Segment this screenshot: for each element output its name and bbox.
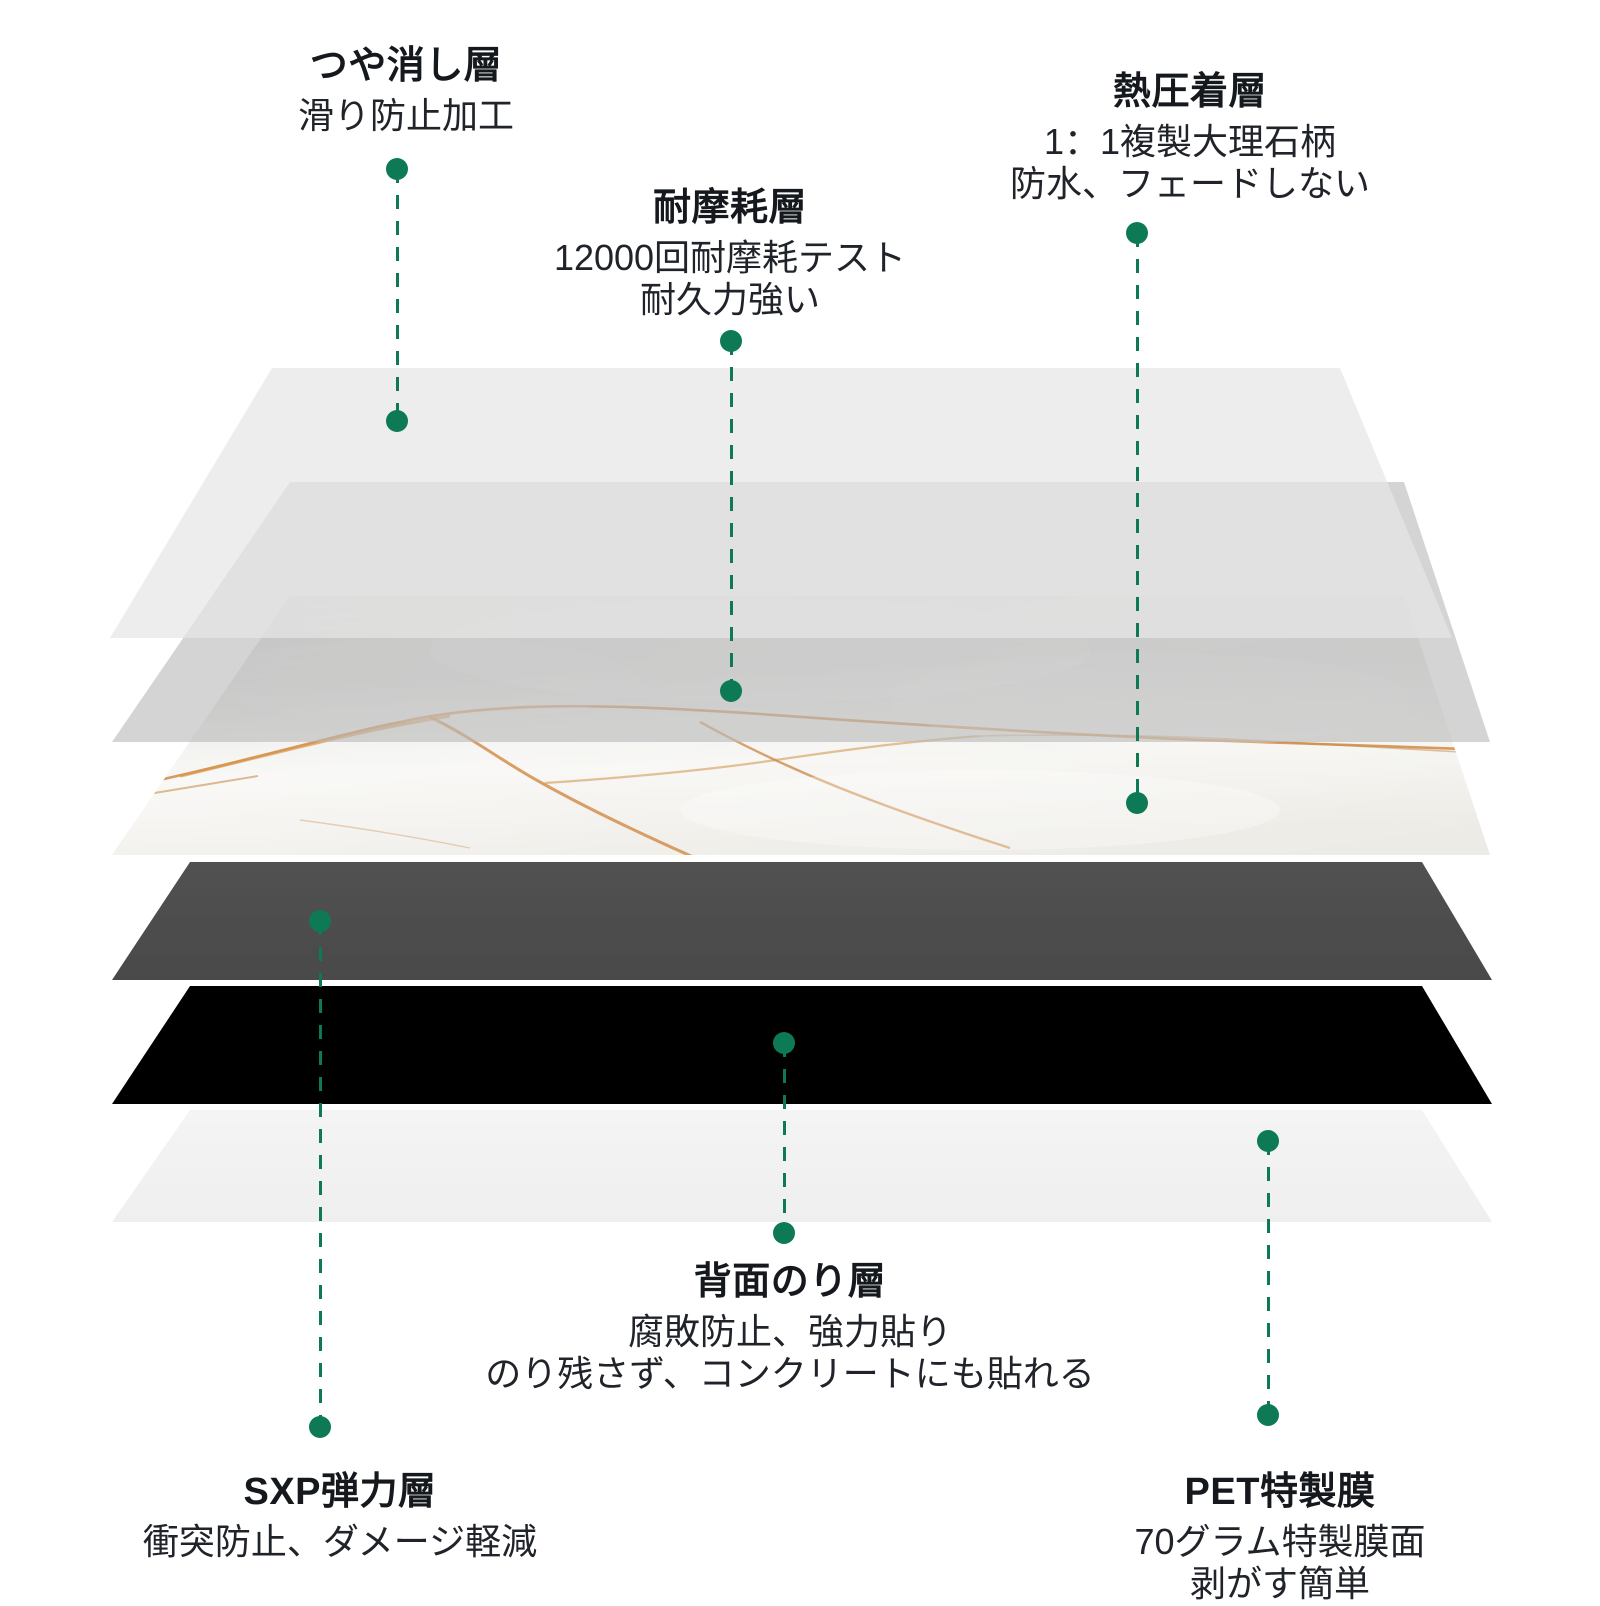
callout-title-sxp: SXP弾力層 xyxy=(243,1471,437,1513)
callout-line2-heat: 防水、フェードしない xyxy=(1009,163,1370,205)
callout-back-adhesive-layer: 背面のり層 腐敗防止、強力貼り のり残さず、コンクリートにも貼れる xyxy=(420,1260,1160,1396)
callout-title-adhesive: 背面のり層 xyxy=(693,1261,887,1303)
callout-title-pet: PET特製膜 xyxy=(1184,1471,1376,1513)
callout-title-heat: 熱圧着層 xyxy=(1112,71,1267,113)
callout-line2-wear: 耐久力強い xyxy=(639,279,820,321)
callout-line1-matte: 滑り防止加工 xyxy=(297,94,514,136)
callout-line2-adhesive: のり残さず、コンクリートにも貼れる xyxy=(485,1353,1095,1395)
callout-sxp-elastic-layer: SXP弾力層 衝突防止、ダメージ軽減 xyxy=(40,1470,640,1563)
callout-line1-heat: 1：1複製大理石柄 xyxy=(1043,120,1337,162)
layer-shape-matte xyxy=(110,368,1452,638)
callout-line1-sxp: 衝突防止、ダメージ軽減 xyxy=(142,1520,538,1562)
callout-matte-layer: つや消し層 滑り防止加工 xyxy=(126,44,686,137)
callout-line1-pet: 70グラム特製膜面 xyxy=(1134,1520,1426,1562)
callout-title-matte: つや消し層 xyxy=(309,45,503,87)
callout-pet-film-layer: PET特製膜 70グラム特製膜面 剥がす簡単 xyxy=(1010,1470,1550,1606)
callout-title-wear: 耐摩耗層 xyxy=(652,187,807,229)
callout-wear-resistant-layer: 耐摩耗層 12000回耐摩耗テスト 耐久力強い xyxy=(450,186,1010,322)
layer-shape-pet-film xyxy=(112,1110,1492,1222)
layer-shape-sxp-elastic xyxy=(112,862,1492,980)
callout-line1-adhesive: 腐敗防止、強力貼り xyxy=(627,1310,952,1352)
callout-line1-wear: 12000回耐摩耗テスト xyxy=(553,236,907,278)
callout-heat-press-layer: 熱圧着層 1：1複製大理石柄 防水、フェードしない xyxy=(880,70,1500,206)
layer-shape-back-adhesive xyxy=(112,986,1492,1104)
callout-line2-pet: 剥がす簡単 xyxy=(1189,1563,1370,1605)
